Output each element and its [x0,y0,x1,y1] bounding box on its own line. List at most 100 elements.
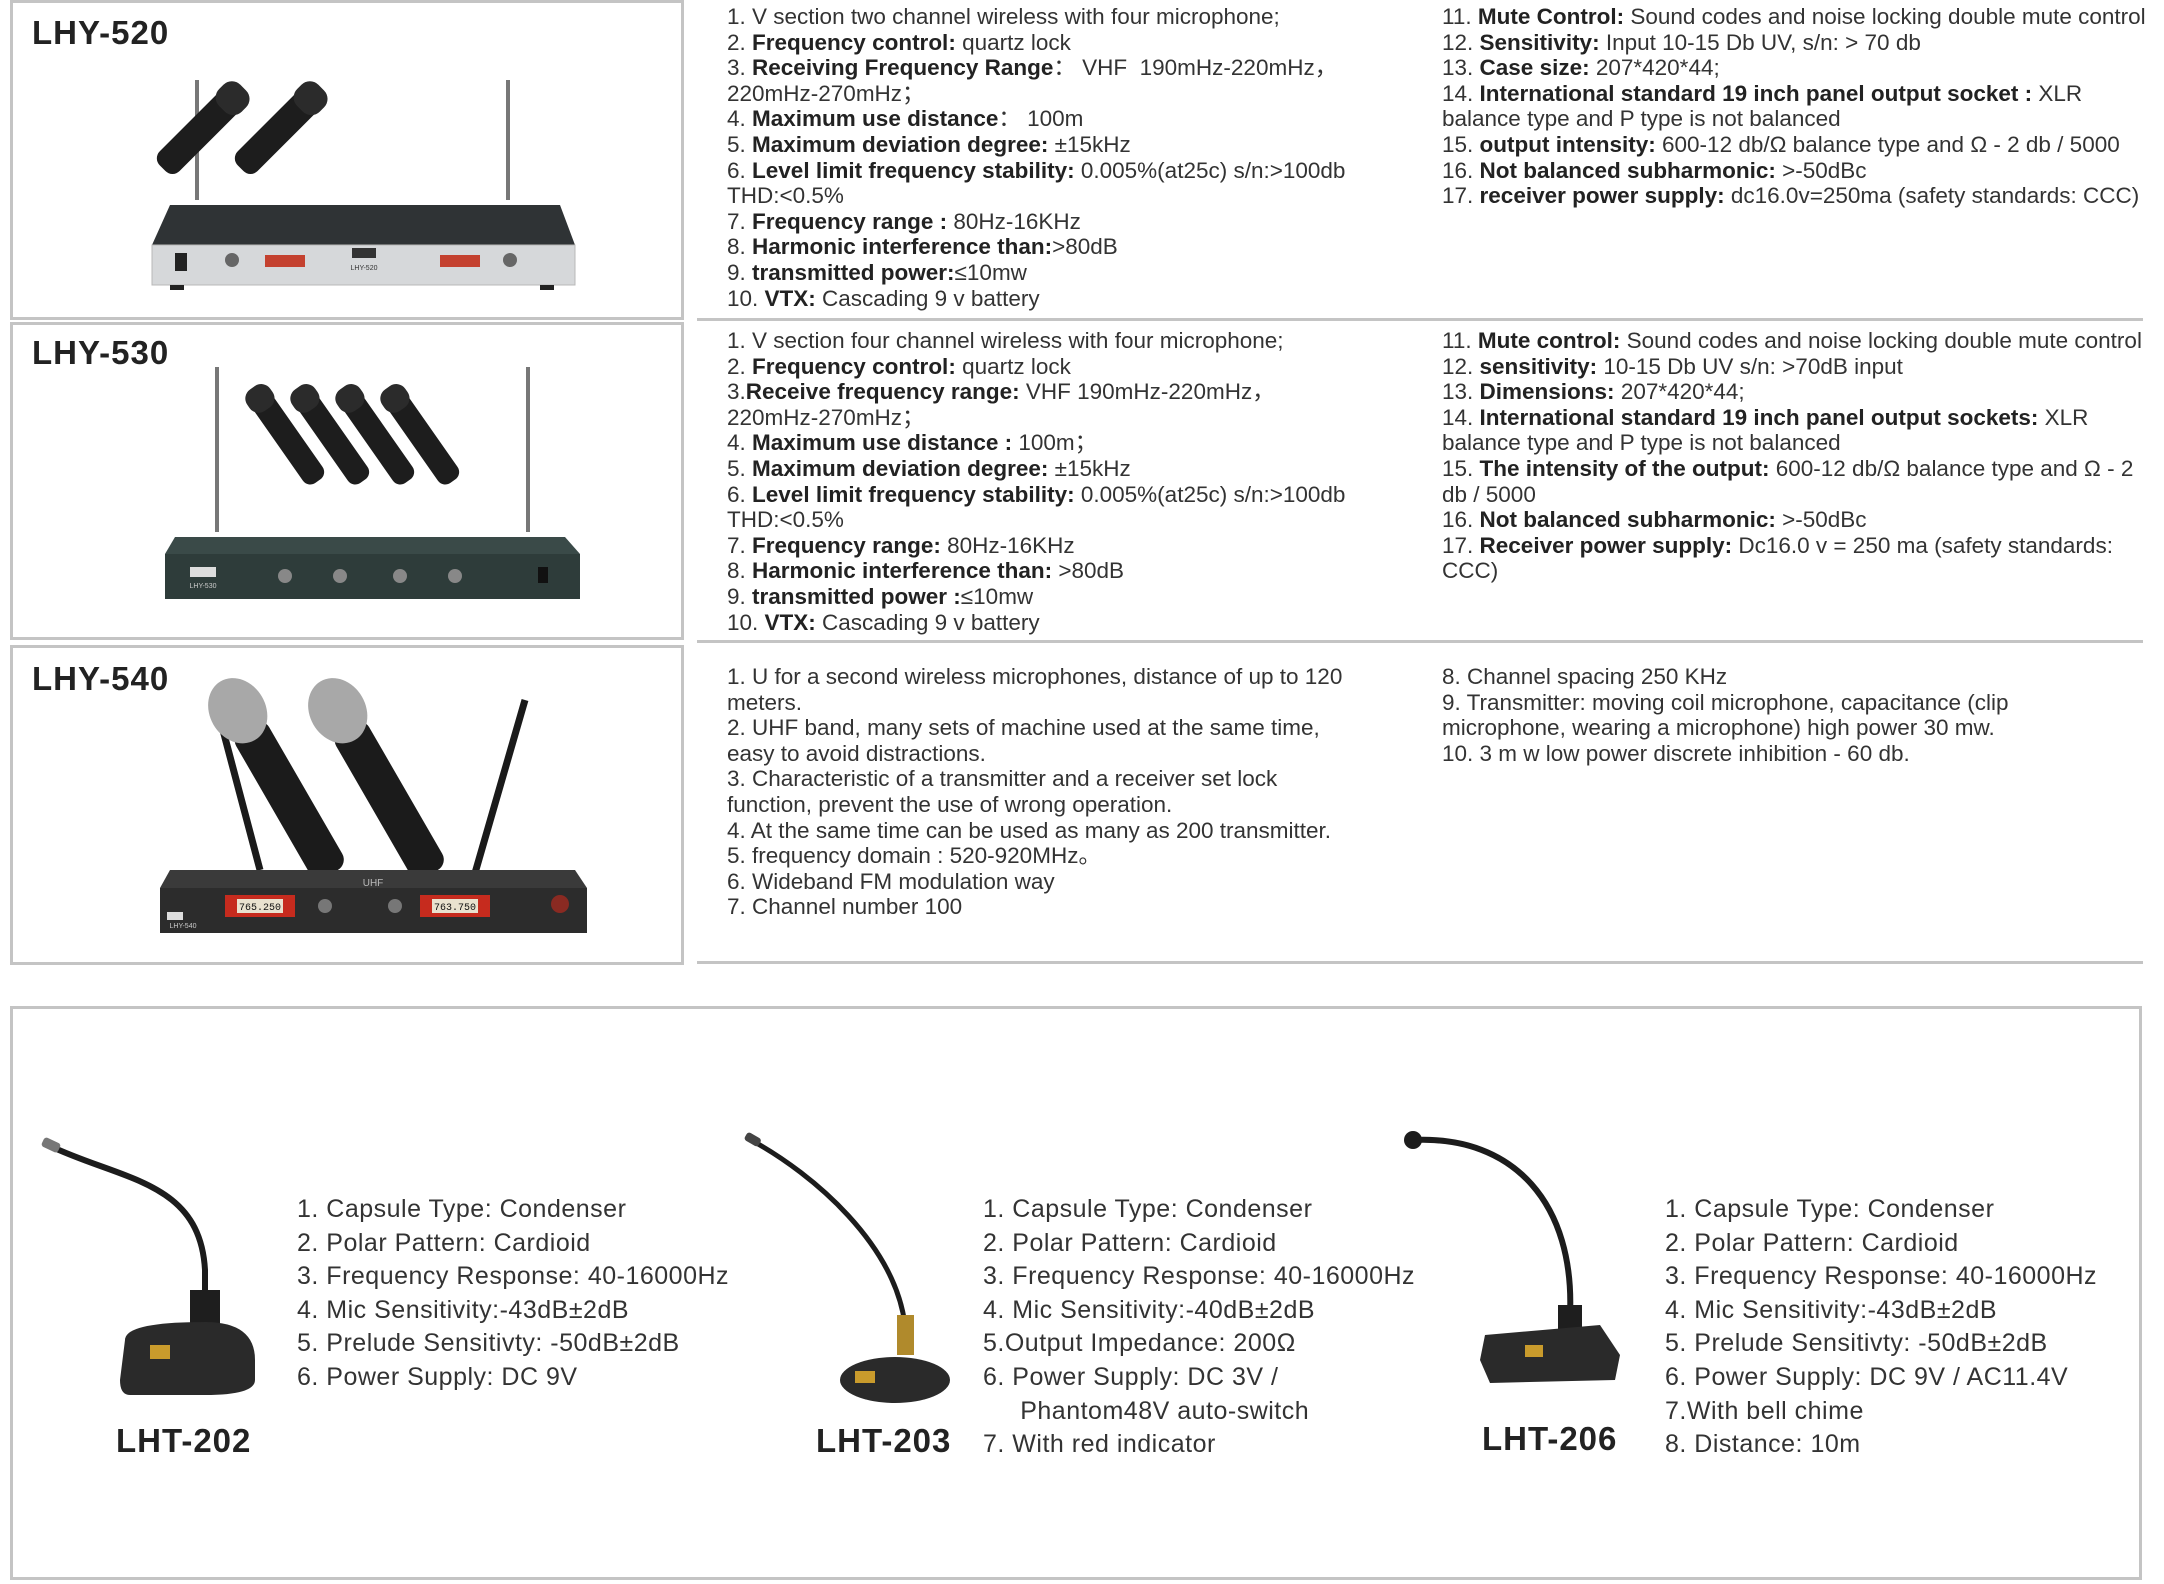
spec-value: ≤10mw [954,259,1027,285]
lhy530-image-frame [10,322,684,640]
lhy520-image-frame [10,0,684,320]
spec-key: The intensity of the output: [1479,455,1770,481]
mic-spec-item: 2. Polar Pattern: Cardioid [297,1228,591,1257]
spec-key: Level limit frequency stability: [752,157,1075,183]
spec-item: 9. Transmitter: moving coil microphone, … [1442,690,2102,741]
spec-key: Receive frequency range: [745,379,1020,405]
spec-value: Input 10-15 Db UV, s/n: > 70 db [1599,29,1921,55]
spec-item: 8. Harmonic interference than:>80dB [727,234,1355,260]
spec-value: VHF 190mHz-220mHz，220mHz-270mHz； [727,379,1275,430]
spec-item: 11. Mute control: Sound codes and noise … [1442,328,2158,354]
row-divider-530 [697,640,2143,643]
spec-number: 5. [727,455,753,481]
spec-value: 6. Wideband FM modulation way [727,868,1055,894]
spec-key: Mute control: [1477,328,1621,353]
lhy540-display-2: 763.750 [434,903,476,914]
spec-item: 8. Channel spacing 250 KHz [1442,664,2102,690]
spec-key: Mute Control: [1477,4,1625,29]
spec-item: 2. UHF band, many sets of machine used a… [727,715,1367,766]
spec-item: 2. Frequency control: quartz lock [727,354,1355,380]
lht206-specs: 1. Capsule Type: Condenser 2. Polar Patte… [1665,1193,2097,1462]
spec-number: 9. [727,259,753,285]
mic-spec-item: 3. Frequency Response: 40-16000Hz [297,1262,730,1291]
spec-key: Frequency control: [752,353,956,379]
spec-number: 14. [1442,80,1480,106]
spec-key: receiver power supply: [1479,183,1725,209]
spec-value: Sound codes and noise locking double mut… [1620,328,2142,353]
spec-item: 5. Maximum deviation degree: ±15kHz [727,132,1355,158]
lht203-mic-image [744,1132,950,1403]
spec-value: ： 100m [998,106,1084,132]
mic-spec-item: 1. Capsule Type: Condenser [983,1195,1313,1223]
spec-item: 4. At the same time can be used as many … [727,818,1367,844]
mic-spec-item: 2. Polar Pattern: Cardioid [1665,1228,1959,1257]
spec-item: 9. transmitted power :≤10mw [727,584,1355,610]
spec-number: 7. [727,532,753,558]
spec-value: 0.005%(at25c) s/n:>100db THD:<0.5% [727,157,1352,209]
spec-number: 17. [1442,183,1480,209]
lhy540-receiver-image: 765.250 763.750 UHF LHY-540 [160,678,587,933]
spec-value: Dc16.0 v = 250 ma (safety standards: CCC… [1442,532,2120,584]
mic-spec-item: 7. With red indicator [983,1430,1216,1459]
lhy530-specs-right: 11. Mute control: Sound codes and noise … [1442,328,2158,584]
lhy530-model-title: LHY-530 [32,334,170,371]
spec-item: 6. Wideband FM modulation way [727,869,1367,895]
spec-key: Dimensions: [1479,379,1615,405]
spec-number: 13. [1442,55,1480,81]
mic-spec-item: 1. Capsule Type: Condenser [1665,1195,1995,1223]
spec-item: 1. U for a second wireless microphones, … [727,664,1367,715]
lht202-mic-image [41,1137,255,1395]
spec-value: ： VHF 190mHz-220mHz，220mHz-270mHz； [727,55,1338,106]
row-divider-540 [697,961,2143,964]
spec-value: ±15kHz [1048,455,1131,481]
lhy540-band-label: UHF [363,878,384,889]
spec-key: Harmonic interference than: [752,558,1053,584]
spec-number: 5. [727,131,753,157]
spec-key: Frequency control: [752,29,956,55]
spec-key: VTX: [764,609,816,635]
spec-value: >80dB [1052,558,1125,584]
spec-number: 7. [727,208,753,234]
spec-item: 1. V section four channel wireless with … [727,328,1355,354]
spec-value: XLR balance type and P type is not balan… [1442,80,2089,132]
spec-key: Frequency range: [752,532,941,558]
spec-item: 6. Level limit frequency stability: 0.00… [727,158,1355,209]
lht206-model-title: LHT-206 [1482,1420,1618,1457]
spec-key: transmitted power: [752,259,955,285]
spec-item: 4. Maximum use distance： 100m [727,106,1355,132]
spec-number: 17. [1442,532,1480,558]
spec-value: 1. U for a second wireless microphones, … [727,664,1349,715]
spec-number: 12. [1442,29,1480,55]
row-divider-520 [697,318,2143,321]
mic-spec-item: 6. Power Supply: DC 9V [297,1362,578,1391]
spec-key: Case size: [1479,55,1590,81]
spec-value: Cascading 9 v battery [815,285,1040,311]
spec-key: Harmonic interference than: [752,234,1053,260]
spec-item: 17. receiver power supply: dc16.0v=250ma… [1442,183,2152,209]
lhy520-specs-left: 1. V section two channel wireless with f… [727,4,1355,311]
mic-spec-item: 3. Frequency Response: 40-16000Hz [983,1262,1416,1291]
spec-value: 100m； [1012,430,1098,456]
mic-spec-item: 6. Power Supply: DC 3V / [983,1362,1279,1391]
spec-item: 14. International standard 19 inch panel… [1442,81,2152,132]
spec-key: Not balanced subharmonic: [1479,507,1776,533]
spec-key: Receiving Frequency Range [752,55,1054,81]
spec-number: 11. [1442,4,1478,29]
spec-item: 7. Frequency range: 80Hz-16KHz [727,533,1355,559]
spec-value: 10. 3 m w low power discrete inhibition … [1442,740,1910,766]
spec-item: 5. Maximum deviation degree: ±15kHz [727,456,1355,482]
spec-item: 15. output intensity: 600-12 db/Ω balanc… [1442,132,2152,158]
spec-item: 14. International standard 19 inch panel… [1442,405,2158,456]
lhy530-specs-left: 1. V section four channel wireless with … [727,328,1355,635]
spec-number: 8. [727,558,753,584]
spec-value: >-50dBc [1775,507,1867,533]
spec-item: 6. Level limit frequency stability: 0.00… [727,482,1355,533]
spec-item: 16. Not balanced subharmonic: >-50dBc [1442,158,2152,184]
lht206-mic-image [1404,1131,1620,1383]
spec-item: 5. frequency domain : 520-920MHz。 [727,843,1367,869]
spec-key: Maximum deviation degree: [752,131,1049,157]
spec-key: International standard 19 inch panel out… [1479,80,2033,106]
spec-number: 3. [727,55,753,81]
spec-item: 13. Case size: 207*420*44; [1442,55,2152,81]
